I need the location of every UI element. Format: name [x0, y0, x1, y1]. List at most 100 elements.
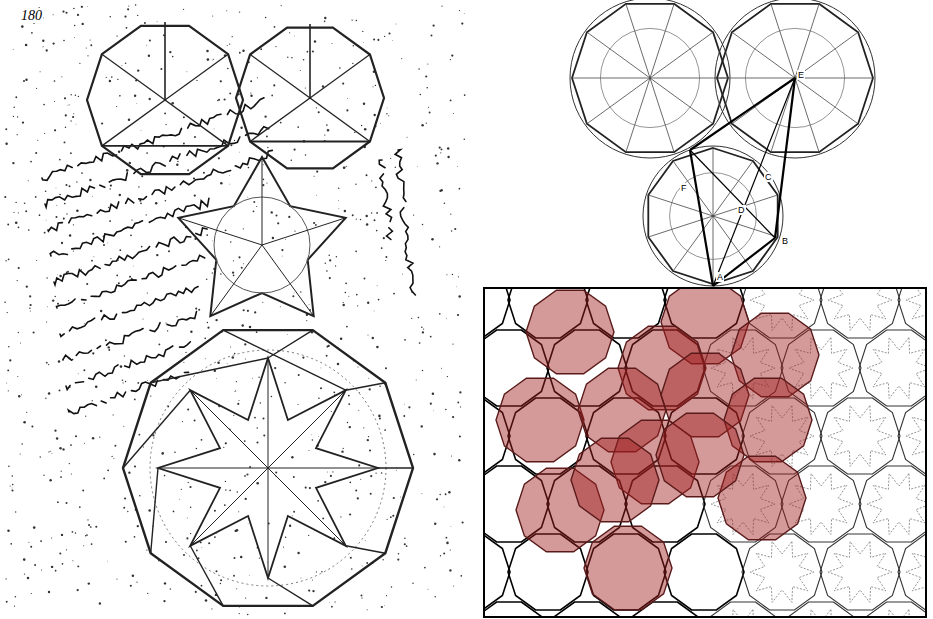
speck [54, 80, 56, 82]
speck [12, 484, 14, 486]
decagon [484, 534, 510, 610]
speck [59, 552, 61, 554]
speck [416, 379, 417, 380]
speck [8, 258, 10, 260]
speck [113, 414, 114, 415]
speck [156, 254, 158, 256]
speck [369, 388, 371, 390]
speck [146, 44, 148, 46]
speck [294, 149, 296, 151]
speck [60, 476, 62, 478]
decagon [703, 602, 783, 617]
speck [139, 434, 141, 436]
speck [229, 490, 231, 492]
speck [404, 403, 406, 405]
speck [340, 337, 343, 340]
speck [125, 541, 127, 543]
speck [313, 222, 315, 224]
speck [356, 20, 358, 22]
speck [347, 422, 348, 423]
speck [33, 526, 36, 529]
star [906, 288, 926, 330]
speck [125, 381, 126, 382]
speck [443, 553, 445, 555]
speck [195, 308, 197, 310]
speck [439, 494, 441, 496]
script-line [395, 150, 415, 295]
speck [220, 182, 223, 185]
speck [422, 331, 424, 333]
speck [302, 356, 304, 358]
speck [46, 321, 47, 322]
speck [243, 309, 245, 311]
speck [253, 201, 255, 203]
speck [227, 68, 229, 70]
speck [382, 559, 383, 560]
speck [89, 179, 91, 181]
speck [75, 94, 77, 96]
speck [266, 183, 267, 184]
circle [643, 146, 783, 286]
speck [124, 355, 125, 356]
speck [4, 301, 6, 303]
speck [37, 140, 38, 141]
speck [130, 234, 132, 236]
speck [56, 204, 58, 206]
speck [446, 542, 449, 545]
speck [196, 448, 198, 450]
speck [75, 123, 77, 125]
speck [61, 242, 63, 244]
speck [194, 419, 196, 421]
speck [247, 614, 249, 616]
speck [300, 291, 301, 292]
speck [47, 306, 49, 308]
speck [15, 96, 17, 98]
script-line [54, 228, 213, 285]
highlight-decagon [656, 413, 744, 497]
speck [225, 229, 227, 231]
speck [63, 40, 65, 42]
speck [223, 447, 224, 448]
speck [146, 549, 147, 550]
speck [79, 506, 81, 508]
speck [341, 451, 343, 453]
speck [364, 540, 366, 542]
speck [137, 69, 139, 71]
speck [30, 310, 31, 311]
speck [441, 148, 443, 150]
speck [77, 565, 79, 567]
speck [66, 549, 67, 550]
speck [136, 103, 138, 105]
speck [116, 35, 117, 36]
speck [17, 116, 18, 117]
speck [134, 95, 136, 97]
speck [7, 530, 10, 533]
speck [17, 376, 18, 377]
speck [330, 475, 332, 477]
speck [346, 326, 348, 328]
speck [439, 246, 440, 247]
speck [103, 244, 105, 246]
speck [240, 556, 243, 559]
speck [239, 613, 240, 614]
speck [77, 14, 79, 16]
decagon [898, 398, 926, 474]
speck [18, 332, 19, 333]
speck [119, 95, 121, 97]
speck [385, 260, 386, 261]
speck [108, 349, 110, 351]
speck [233, 575, 235, 577]
speck [326, 124, 328, 126]
speck [52, 42, 54, 44]
speck [146, 152, 148, 154]
speck [148, 54, 150, 56]
script-line [60, 285, 204, 337]
speck [206, 50, 209, 53]
speck [366, 223, 369, 226]
speck [287, 56, 288, 57]
speck [57, 274, 59, 276]
speck [4, 196, 6, 198]
speck [233, 274, 235, 276]
speck [379, 385, 381, 387]
speck [147, 292, 148, 293]
